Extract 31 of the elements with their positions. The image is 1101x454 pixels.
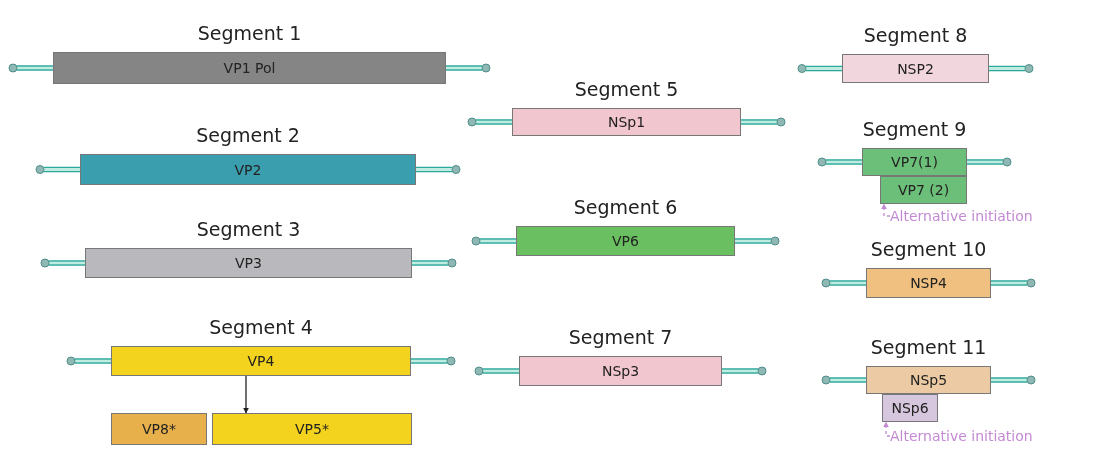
protein-bar: VP7 (2) bbox=[880, 176, 967, 204]
segment-heading: Segment 1 bbox=[197, 22, 302, 44]
segment-heading: Segment 3 bbox=[196, 218, 301, 240]
arrow bbox=[881, 203, 891, 217]
segment-heading: Segment 10 bbox=[870, 238, 987, 260]
protein-bar: VP7(1) bbox=[862, 148, 967, 176]
segment-heading: Segment 2 bbox=[196, 124, 300, 146]
annotation-text: Alternative initiation bbox=[890, 206, 1095, 226]
protein-bar: VP2 bbox=[80, 154, 416, 185]
segment-heading: Segment 5 bbox=[574, 78, 679, 100]
segment-heading: Segment 7 bbox=[568, 326, 673, 348]
protein-bar: NSp1 bbox=[512, 108, 741, 136]
protein-bar: NSp3 bbox=[519, 356, 722, 386]
annotation-text: Alternative initiation bbox=[890, 425, 1095, 447]
protein-bar: VP3 bbox=[85, 248, 412, 278]
segment-heading: Segment 6 bbox=[573, 196, 678, 218]
segment-heading: Segment 4 bbox=[209, 316, 313, 338]
segment-heading: Segment 8 bbox=[863, 24, 968, 46]
protein-bar: VP8* bbox=[111, 413, 207, 445]
protein-bar: NSp6 bbox=[882, 394, 938, 422]
protein-bar: VP4 bbox=[111, 346, 411, 376]
arrow bbox=[883, 421, 891, 437]
segment-heading: Segment 9 bbox=[862, 118, 967, 140]
segment-heading: Segment 11 bbox=[870, 336, 987, 358]
protein-bar: NSP4 bbox=[866, 268, 991, 298]
protein-bar: VP6 bbox=[516, 226, 735, 256]
protein-bar: NSp5 bbox=[866, 366, 991, 394]
protein-bar: VP1 Pol bbox=[53, 52, 446, 84]
protein-bar: NSP2 bbox=[842, 54, 989, 83]
protein-bar: VP5* bbox=[212, 413, 412, 445]
arrow bbox=[243, 375, 249, 414]
